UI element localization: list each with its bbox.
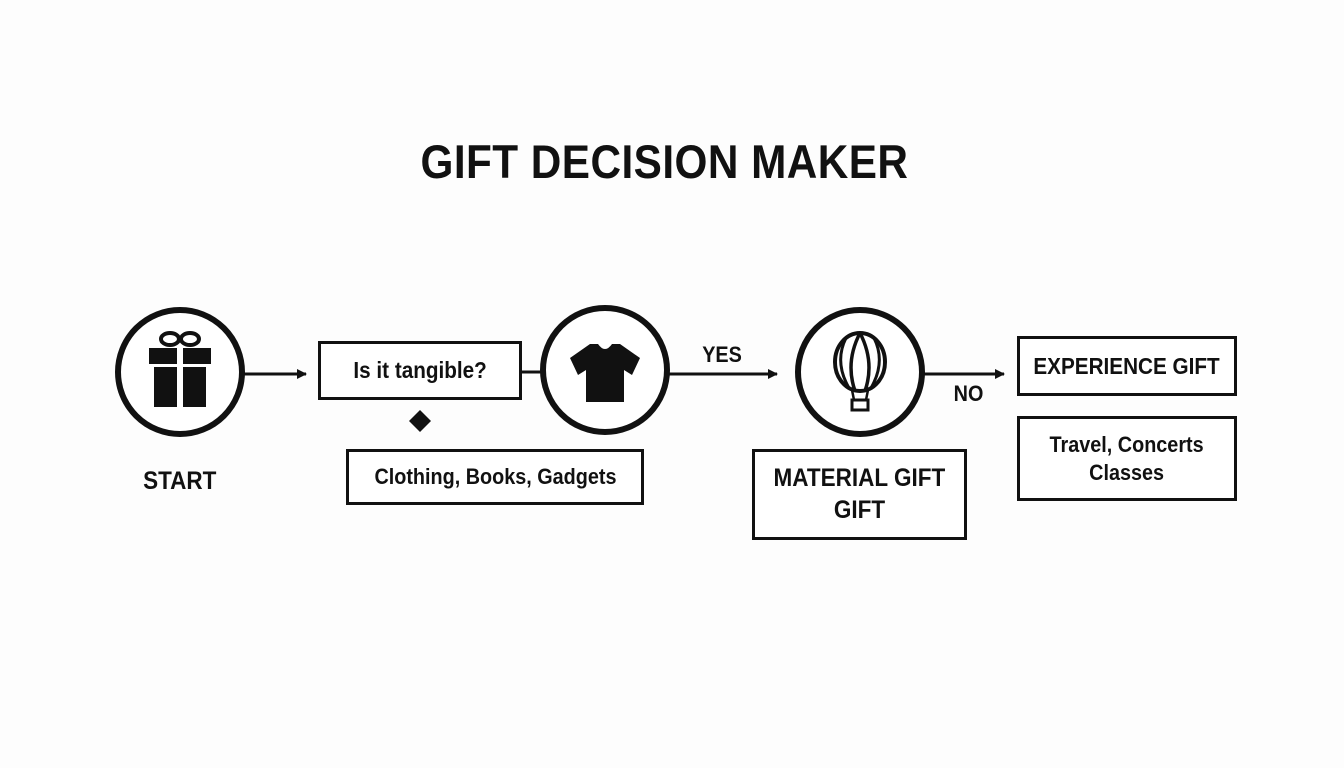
material-gift-line1: MATERIAL GIFT: [773, 464, 946, 493]
material-gift-box: MATERIAL GIFT GIFT: [752, 449, 967, 540]
tshirt-icon: [570, 344, 640, 402]
no-label: NO: [944, 381, 992, 407]
experience-examples-box: Travel, Concerts Classes: [1017, 416, 1237, 501]
question-text: Is it tangible?: [353, 357, 487, 384]
balloon-node: [795, 307, 925, 437]
experience-examples-line1: Travel, Concerts: [1049, 432, 1205, 457]
shirt-node: [540, 305, 670, 435]
tangible-examples-text: Clothing, Books, Gadgets: [373, 464, 617, 490]
tangible-examples-box: Clothing, Books, Gadgets: [346, 449, 644, 505]
no-label-text: NO: [953, 381, 983, 406]
yes-label-text: YES: [702, 342, 742, 367]
gift-icon: [149, 331, 211, 407]
start-label-text: START: [143, 467, 217, 495]
experience-gift-box: EXPERIENCE GIFT: [1017, 336, 1237, 396]
question-box: Is it tangible?: [318, 341, 522, 400]
start-node: [115, 307, 245, 437]
decision-diamond-icon: [409, 410, 431, 432]
material-gift-line2: GIFT: [833, 495, 886, 524]
yes-label: YES: [692, 342, 752, 368]
hot-air-balloon-icon: [833, 331, 887, 412]
start-label: START: [130, 467, 230, 496]
page-title: GIFT DECISION MAKER: [420, 135, 909, 188]
experience-gift-text: EXPERIENCE GIFT: [1033, 352, 1221, 379]
experience-examples-line2: Classes: [1089, 459, 1165, 485]
